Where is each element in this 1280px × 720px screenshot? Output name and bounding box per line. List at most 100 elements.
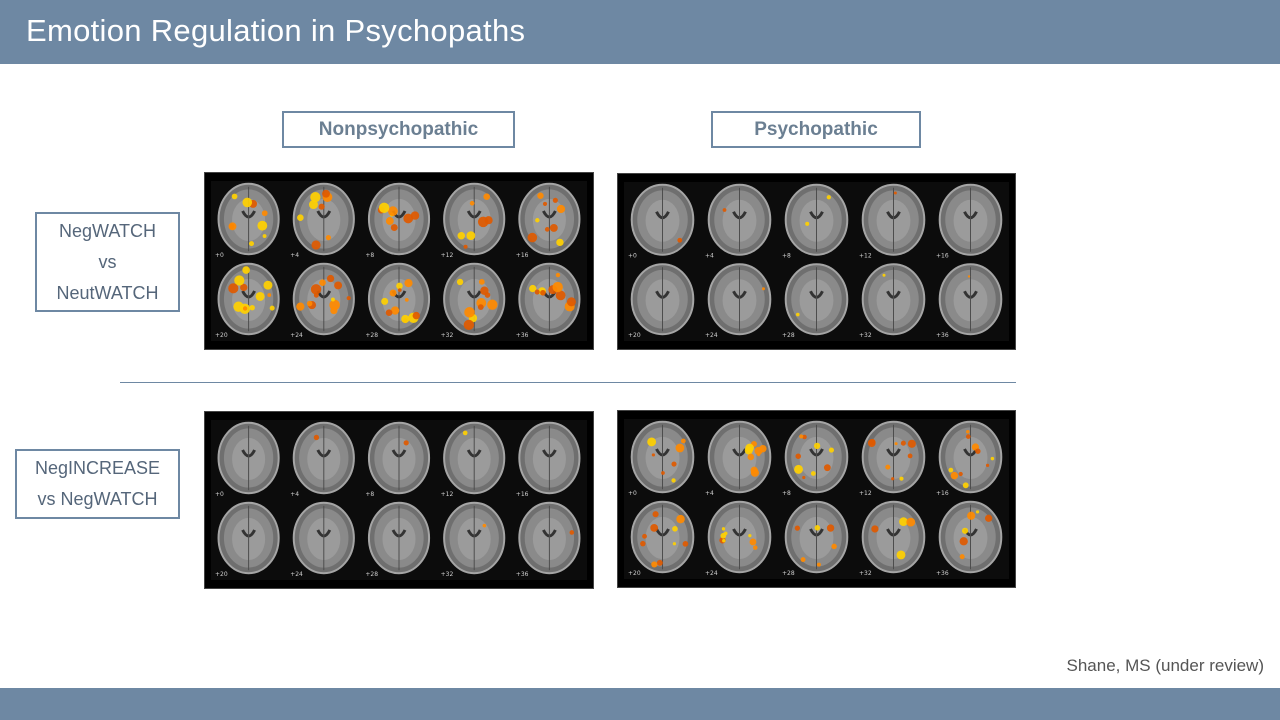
activation-spot	[540, 289, 546, 296]
activation-spot	[478, 278, 485, 285]
activation-spot	[871, 525, 879, 533]
activation-spot	[682, 540, 689, 547]
slide-title: Emotion Regulation in Psychopaths	[26, 13, 526, 48]
slice-label: +4	[290, 491, 299, 498]
slice-label: +28	[782, 332, 795, 339]
brain-slice: +28	[782, 500, 849, 577]
brain-slice: +36	[936, 263, 1003, 339]
brain-slice: +36	[516, 262, 581, 339]
activation-spot	[484, 292, 491, 298]
row-label-negincrease-vs-negwatch: NegINCREASE vs NegWATCH	[15, 449, 180, 519]
activation-spot	[483, 193, 491, 201]
slice-label: +12	[859, 490, 872, 497]
column-header-psychopathic: Psychopathic	[711, 111, 921, 148]
activation-spot	[799, 434, 804, 439]
activation-spot	[723, 531, 728, 536]
activation-spot	[990, 456, 995, 461]
slice-label: +12	[441, 491, 454, 498]
slice-label: +24	[290, 332, 303, 339]
slice-label: +24	[290, 571, 303, 578]
activation-spot	[313, 292, 319, 298]
slice-label: +8	[782, 253, 791, 260]
activation-spot	[671, 478, 676, 483]
brain-slice: +36	[516, 501, 581, 578]
brain-slice: +12	[441, 421, 506, 498]
activation-spot	[484, 216, 493, 225]
brain-slice: +16	[516, 421, 581, 498]
activation-spot	[537, 192, 544, 199]
brain-slice: +4	[705, 420, 772, 497]
brain-slice: +0	[628, 183, 695, 260]
activation-spot	[390, 224, 398, 232]
row-label-line: vs NegWATCH	[37, 489, 158, 509]
row-label-line: NeutWATCH	[56, 282, 159, 303]
slice-label: +0	[628, 253, 637, 260]
slice-label: +16	[936, 253, 949, 260]
brain-panel-nonpsych-watch: +0+4+8+12+16+20+24+28+32+36	[204, 172, 594, 350]
activation-spot	[749, 538, 757, 546]
activation-spot	[396, 282, 403, 290]
activation-spot	[262, 234, 267, 238]
activation-spot	[816, 562, 821, 567]
activation-spot	[552, 197, 558, 203]
activation-spot	[456, 278, 464, 286]
activation-spot	[652, 511, 659, 518]
brain-slices-image: +0+4+8+12+16+20+24+28+32+36	[211, 420, 587, 580]
brain-slice: +0	[628, 420, 695, 497]
activation-spot	[228, 283, 239, 294]
activation-spot	[965, 434, 971, 439]
brain-slice: +12	[859, 420, 926, 497]
activation-spot	[959, 554, 965, 560]
activation-spot	[823, 464, 831, 472]
activation-spot	[242, 197, 253, 208]
row-label-line: NegWATCH	[58, 220, 156, 241]
activation-spot	[527, 232, 538, 243]
brain-slice: +8	[782, 183, 849, 260]
activation-spot	[330, 297, 335, 302]
brain-slice: +28	[782, 263, 849, 339]
activation-spot	[535, 218, 540, 223]
brain-panel-psych-increase: +0+4+8+12+16+20+24+28+32+36	[617, 410, 1016, 588]
activation-spot	[390, 306, 400, 315]
brain-slice: +20	[215, 501, 280, 578]
activation-spot	[802, 434, 807, 440]
activation-spot	[826, 524, 835, 532]
activation-spot	[795, 312, 800, 317]
activation-spot	[831, 543, 837, 550]
brain-slice: +4	[290, 421, 355, 498]
activation-spot	[672, 526, 678, 532]
slice-label: +32	[859, 332, 872, 339]
activation-spot	[549, 223, 558, 232]
brain-slice: +32	[441, 501, 506, 578]
title-bar: Emotion Regulation in Psychopaths	[0, 0, 1280, 64]
activation-spot	[403, 213, 414, 224]
activation-spot	[671, 461, 677, 467]
slice-label: +12	[859, 253, 872, 260]
citation: Shane, MS (under review)	[1066, 656, 1264, 675]
activation-spot	[487, 299, 498, 310]
activation-spot	[385, 217, 394, 225]
brain-slice: +4	[705, 183, 772, 260]
activation-spot	[882, 273, 886, 277]
activation-spot	[457, 231, 466, 240]
activation-spot	[745, 443, 754, 453]
activation-spot	[248, 241, 254, 247]
activation-spot	[891, 477, 895, 481]
activation-spot	[556, 204, 566, 214]
brain-slice: +0	[215, 182, 280, 259]
brain-slice: +16	[936, 183, 1003, 260]
slice-label: +4	[705, 253, 714, 260]
brain-slice: +24	[290, 262, 355, 339]
activation-spot	[267, 293, 272, 298]
brain-slice: +16	[516, 182, 581, 259]
activation-spot	[257, 220, 268, 231]
brain-slice: +28	[365, 501, 431, 578]
activation-spot	[249, 305, 255, 311]
activation-spot	[800, 557, 806, 563]
activation-spot	[240, 283, 248, 292]
brain-slice: +24	[705, 500, 772, 577]
activation-spot	[967, 511, 976, 520]
activation-spot	[466, 231, 476, 241]
slice-label: +32	[441, 332, 454, 339]
activation-spot	[477, 304, 484, 311]
